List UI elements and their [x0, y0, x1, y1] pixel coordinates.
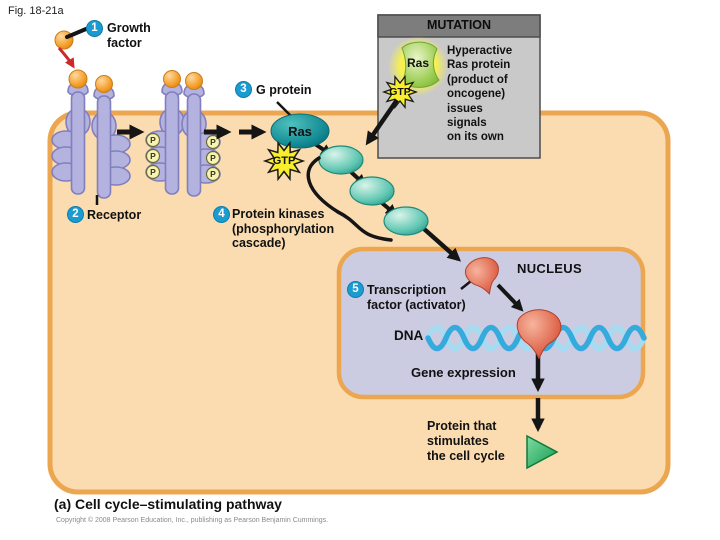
figure-caption: (a) Cell cycle–stimulating pathway: [54, 496, 282, 512]
gprotein-pointer-line: [276, 101, 292, 117]
step-2-badge: 2: [67, 206, 84, 223]
phosphate-label: P: [210, 168, 216, 179]
phosphate-label: P: [150, 150, 156, 161]
phosphate-label: P: [150, 134, 156, 145]
stimulating-protein-triangle: [526, 434, 559, 470]
step-5-badge: 5: [347, 281, 364, 298]
mutation-description: Hyperactive Ras protein (product of onco…: [447, 45, 513, 144]
step-3-label: G protein: [256, 83, 312, 97]
transcription-factor: [464, 257, 499, 295]
gtp-label: GTP: [272, 155, 296, 167]
dna-bound-factor: [516, 309, 562, 360]
step-1-label: Growth factor: [107, 21, 151, 50]
cascade-brace: [306, 156, 393, 242]
ras-protein: [270, 113, 330, 149]
phosphate-circles: [145, 132, 221, 182]
phosphate-label: P: [210, 136, 216, 147]
step-3-badge: 3: [235, 81, 252, 98]
arrow-mutation-signal: [365, 98, 399, 146]
kinase-3: [383, 206, 429, 236]
growth-factor-pointer-line: [65, 27, 88, 39]
arrow-tf-to-dna: [496, 283, 524, 312]
mutation-box-header: [377, 14, 541, 38]
nucleus: [336, 246, 646, 400]
copyright-line: Copyright © 2008 Pearson Education, Inc.…: [56, 517, 329, 524]
step-4-badge: 4: [213, 206, 230, 223]
output-protein-label: Protein that stimulates the cell cycle: [427, 419, 505, 463]
growth-factor-ball: [163, 70, 181, 88]
phosphate-label: P: [150, 166, 156, 177]
step-5-label: Transcription factor (activator): [367, 283, 466, 312]
mutation-box: [377, 14, 541, 159]
growth-factor-ball: [95, 75, 113, 93]
dna-label: DNA: [394, 328, 424, 343]
nucleus-label: NUCLEUS: [517, 261, 582, 276]
step-4-label: Protein kinases (phosphorylation cascade…: [232, 207, 335, 250]
step-1-badge: 1: [86, 20, 103, 37]
mutation-title: MUTATION: [426, 18, 492, 32]
mutation-gtp-label: GTP: [389, 86, 411, 98]
mutation-ras-blob: [401, 41, 440, 88]
kinase-1: [318, 145, 364, 175]
growth-factor-ball: [185, 72, 203, 90]
figure-id: Fig. 18-21a: [8, 5, 64, 17]
kinase-2: [349, 176, 395, 206]
gene-expression-label: Gene expression: [411, 365, 516, 380]
step-2-label: Receptor: [87, 208, 142, 222]
growth-factor-ball: [68, 69, 88, 89]
arrow-to-nucleus: [421, 226, 462, 262]
ras-label: Ras: [288, 124, 312, 139]
mutation-ras-label: Ras: [406, 56, 429, 70]
phosphate-label: P: [210, 152, 216, 163]
tf-pointer-line: [460, 280, 472, 290]
binding-arrow: [57, 47, 75, 69]
